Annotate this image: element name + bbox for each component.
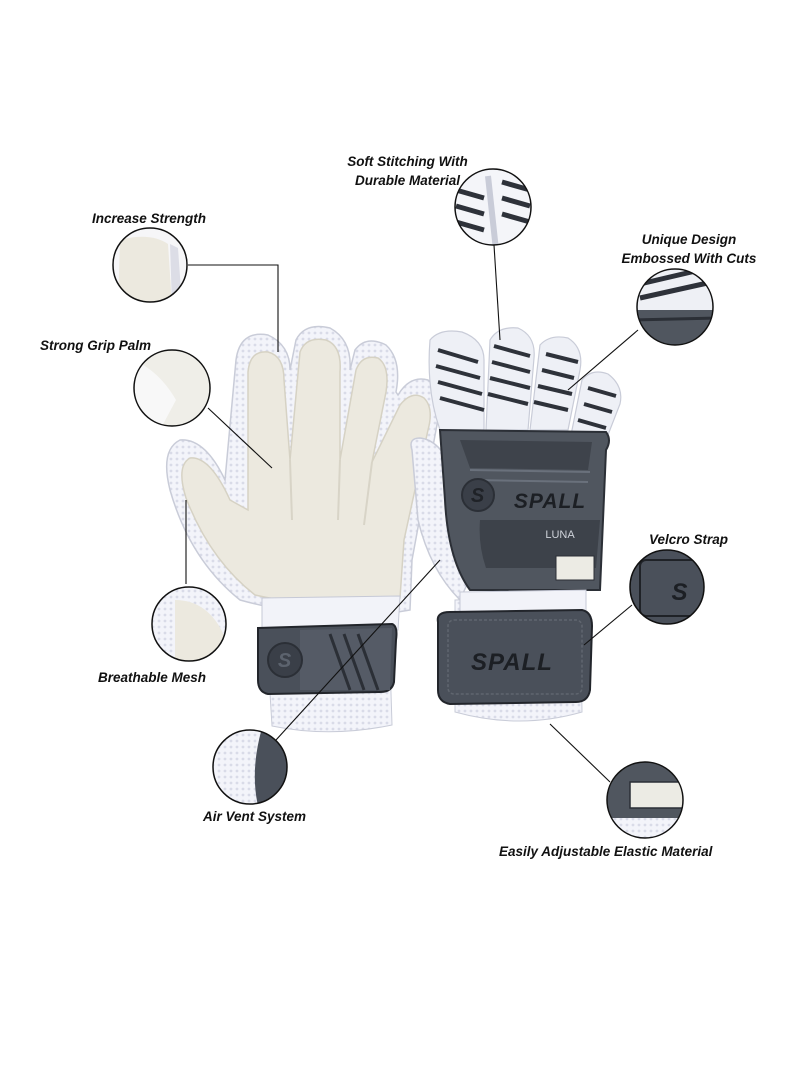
detail-circle-soft-stitching [454, 168, 532, 246]
backhand-logo: S [471, 485, 485, 507]
callout-breathable-mesh: Breathable Mesh [98, 670, 207, 685]
callout-lines [185, 244, 639, 783]
callout-air-vent-system: Air Vent System [203, 809, 307, 824]
detail-circle-velcro-strap: S [629, 549, 705, 625]
backhand-brand-text: SPALL [514, 490, 586, 513]
callout-unique-design: Unique Design Embossed With Cuts [614, 230, 764, 268]
detail-circle-breathable-mesh [151, 586, 227, 662]
detail-circle-unique-design [636, 268, 714, 346]
detail-circle-elastic-material [606, 761, 684, 839]
callout-soft-stitching-line2: Durable Material [354, 173, 461, 188]
velcro-detail-logo: S [671, 579, 688, 606]
callout-unique-design-line1: Unique Design [641, 232, 737, 247]
left-strap-logo: S [278, 650, 292, 672]
left-glove-palm: S [165, 325, 440, 733]
callout-unique-design-line2: Embossed With Cuts [621, 251, 757, 266]
detail-circle-strong-grip-palm [133, 349, 211, 427]
callout-easily-adjustable: Easily Adjustable Elastic Material [499, 844, 713, 859]
detail-circle-increase-strength [112, 227, 188, 303]
strap-brand-text: SPALL [471, 649, 553, 676]
detail-circle-air-vent-system [212, 729, 288, 805]
callout-strong-grip-palm: Strong Grip Palm [40, 338, 152, 353]
callout-soft-stitching: Soft Stitching With Durable Material [340, 152, 475, 190]
callout-velcro-strap: Velcro Strap [649, 532, 729, 547]
callout-increase-strength: Increase Strength [92, 211, 207, 226]
right-glove-backhand: S SPALL LUNA SPALL [410, 327, 622, 722]
backhand-model-text: LUNA [545, 529, 575, 541]
callout-soft-stitching-line1: Soft Stitching With [347, 154, 468, 169]
